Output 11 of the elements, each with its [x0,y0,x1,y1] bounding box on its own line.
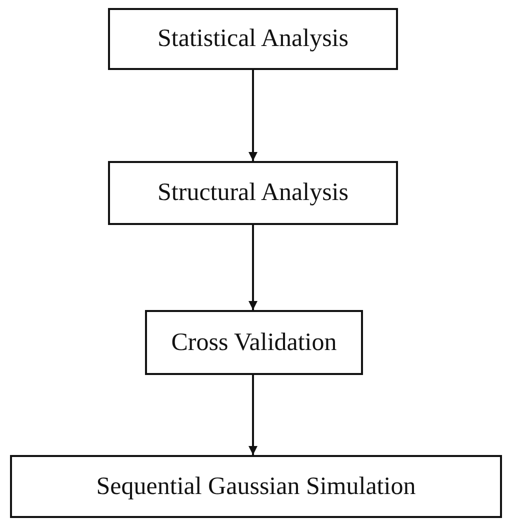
arrow [248,225,258,310]
process-box [145,310,363,375]
box-label: Cross Validation [171,328,337,356]
process-box [10,455,502,518]
box-label: Structural Analysis [158,179,348,207]
arrow [248,375,258,455]
box-label: Statistical Analysis [158,25,348,53]
arrow [248,70,258,161]
process-box [108,161,398,225]
box-label: Sequential Gaussian Simulation [96,472,416,500]
process-box [108,8,398,70]
